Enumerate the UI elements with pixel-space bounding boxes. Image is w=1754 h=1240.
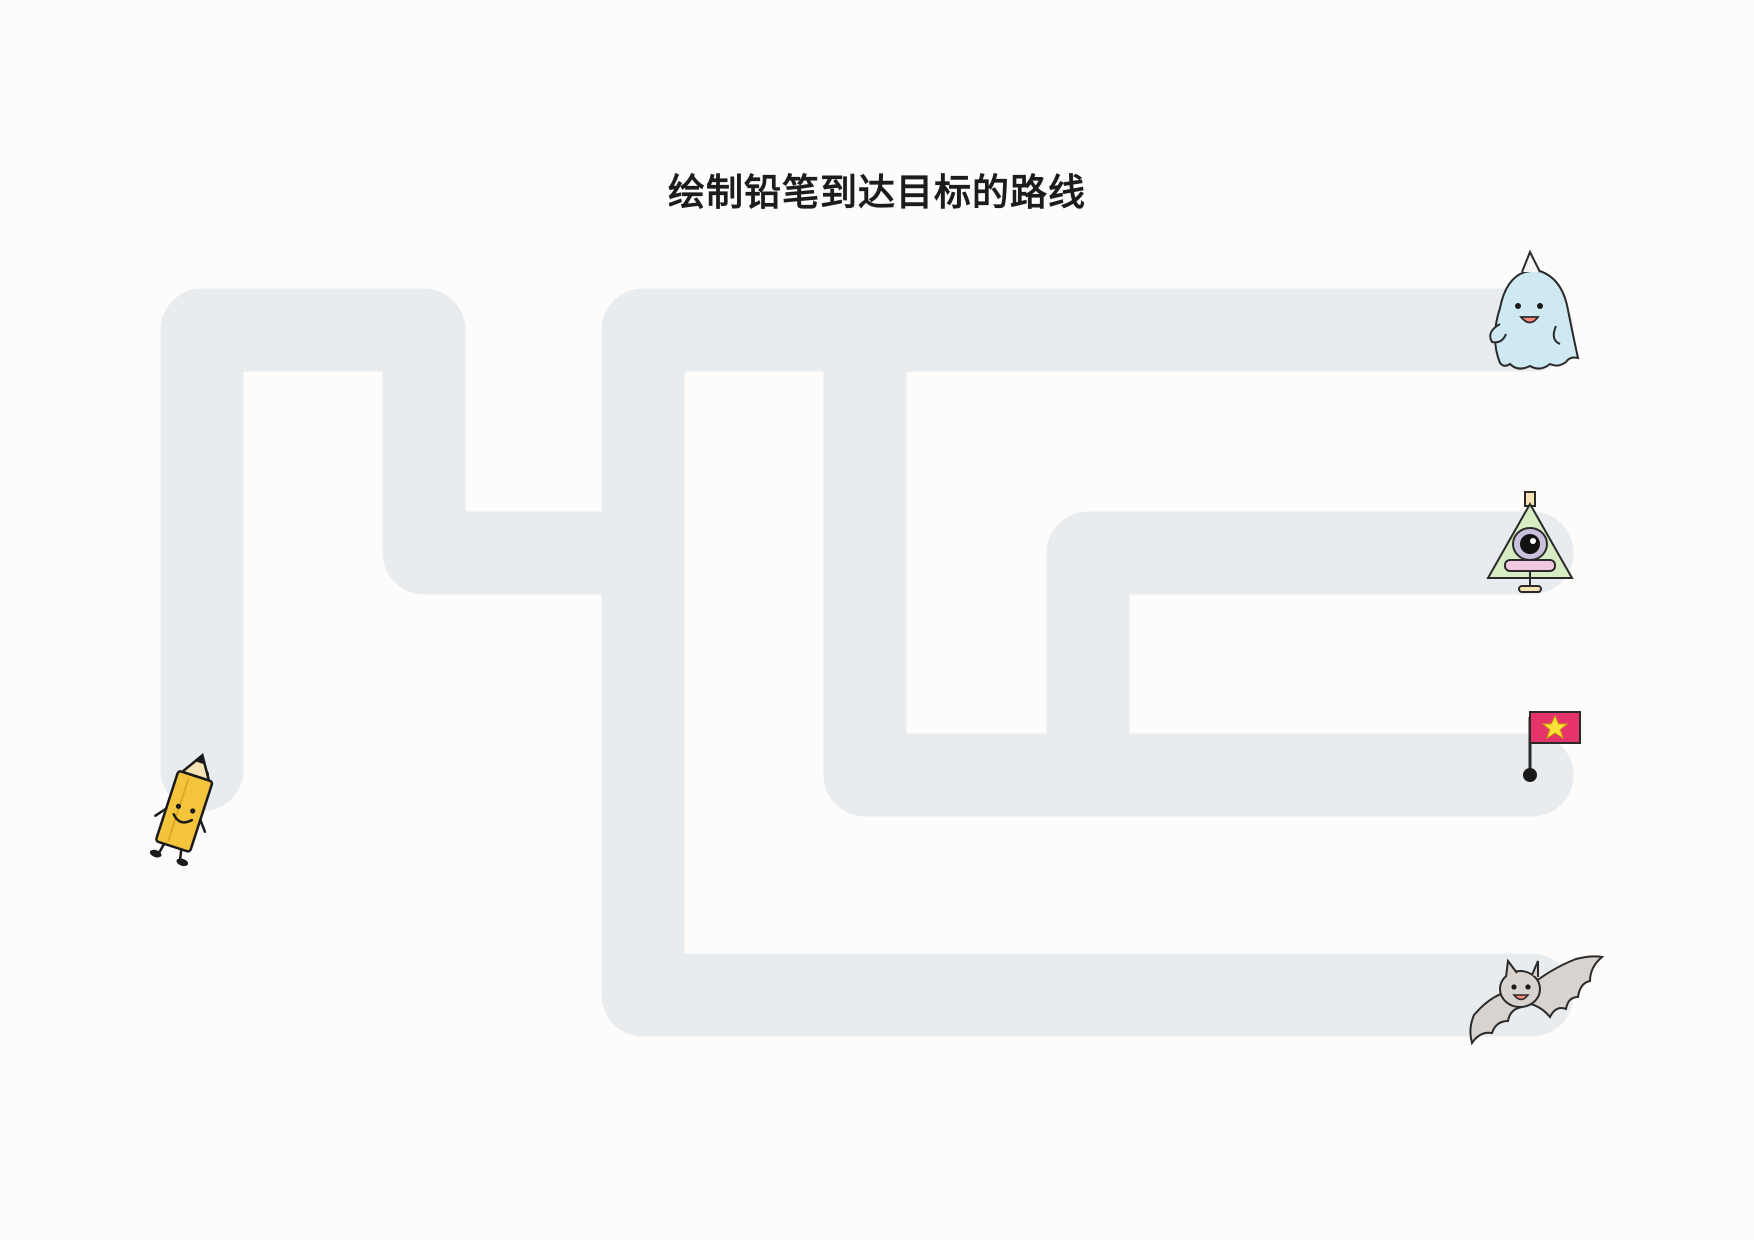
faint-footer-area	[612, 1182, 1142, 1240]
worksheet-title: 绘制铅笔到达目标的路线	[668, 171, 1086, 214]
faint-header-area	[0, 30, 440, 135]
maze-path-left[interactable]	[160, 288, 685, 812]
maze-path-bottom-to-bat[interactable]	[601, 511, 1574, 1037]
pencil-icon[interactable]	[143, 747, 227, 869]
robot-icon[interactable]	[1486, 491, 1574, 593]
flag-icon[interactable]	[1523, 711, 1581, 782]
maze-paths	[160, 288, 1574, 1037]
maze-path-to-robot[interactable]	[1046, 511, 1574, 817]
ghost-icon[interactable]	[1489, 249, 1580, 370]
bat-icon[interactable]	[1469, 955, 1605, 1046]
flag-star-icon	[1541, 714, 1569, 740]
maze-path-to-flag[interactable]	[823, 288, 1574, 817]
maze-path-top-to-ghost[interactable]	[601, 288, 1574, 595]
